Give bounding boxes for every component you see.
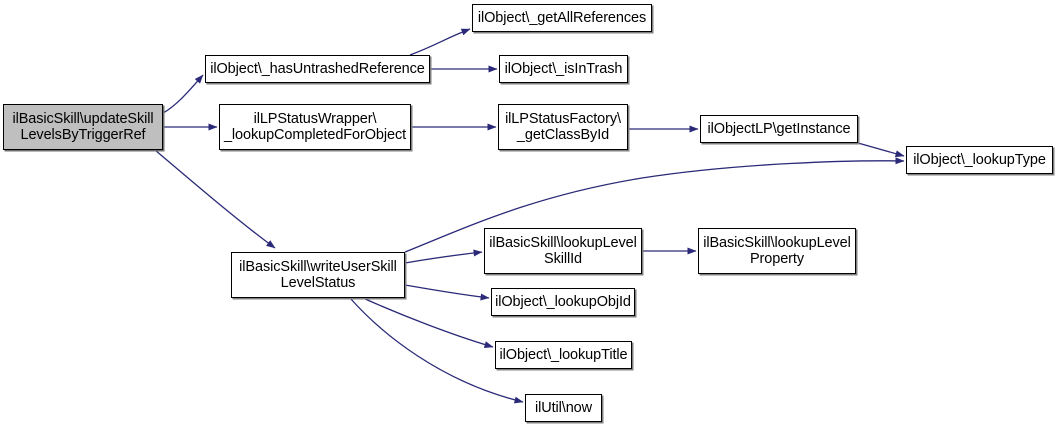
node-label: ilUtil\now [534,400,592,416]
node-ilobject-isintrash[interactable]: ilObject\_isInTrash [499,55,628,83]
node-ilbasicskill-writeuserskilllevelstatus[interactable]: ilBasicSkill\writeUserSkill LevelStatus [231,252,405,298]
node-label: ilObjectLP\getInstance [707,121,851,137]
node-label: ilBasicSkill\writeUserSkill LevelStatus [239,259,397,291]
edge-writeuserskilllevelstatus-to-lookupobjid [404,284,490,301]
node-ilobjectlp-getinstance[interactable]: ilObjectLP\getInstance [700,115,858,143]
edge-getinstance-to-lookuptype [857,142,905,158]
node-ilobject-lookupobjid[interactable]: ilObject\_lookupObjId [491,288,635,316]
node-label: ilBasicSkill\updateSkill LevelsByTrigger… [12,111,154,143]
edge-hasuntrashedreference-to-getallreferences [409,28,471,56]
node-ilbasicskill-lookuplevelskillid[interactable]: ilBasicSkill\lookupLevel SkillId [484,228,642,274]
node-ilobject-lookuptype[interactable]: ilObject\_lookupType [906,146,1053,174]
node-ilobject-lookuptitle[interactable]: ilObject\_lookupTitle [495,341,632,369]
node-label: ilLPStatusWrapper\ _lookupCompletedForOb… [223,111,407,143]
edge-writeuserskilllevelstatus-to-lookuplevelskillid [404,249,483,264]
node-ilobject-getallreferences[interactable]: ilObject\_getAllReferences [472,4,652,32]
node-label: ilBasicSkill\lookupLevel SkillId [489,235,637,267]
node-ilobject-hasuntrashedreference[interactable]: ilObject\_hasUntrashedReference [205,55,430,83]
node-label: ilBasicSkill\lookupLevel Property [703,235,851,267]
node-label: ilObject\_hasUntrashedReference [210,61,425,77]
node-label: ilObject\_lookupTitle [499,347,628,363]
node-label: ilObject\_lookupType [913,152,1046,168]
node-ilbasicskill-lookuplevelproperty[interactable]: ilBasicSkill\lookupLevel Property [698,228,856,274]
edge-updateskilllevels-to-writeuserskilllevelstatus [154,149,276,249]
node-label: ilLPStatusFactory\ _getClassById [505,111,621,143]
node-label: ilObject\_getAllReferences [477,10,647,26]
edge-writeuserskilllevelstatus-to-lookuptitle [362,297,494,348]
node-illpstatusfactory-getclassbyid[interactable]: ilLPStatusFactory\ _getClassById [498,104,628,150]
node-label: ilObject\_lookupObjId [495,294,631,310]
node-ilbasicskill-updateskilllevelsbytriggerref[interactable]: ilBasicSkill\updateSkill LevelsByTrigger… [3,104,163,150]
edge-updateskilllevels-to-hasuntrashedreference [162,74,204,114]
node-ilutil-now[interactable]: ilUtil\now [525,394,602,422]
node-label: ilObject\_isInTrash [504,61,623,77]
node-illpstatuswrapper-lookupcompletedforobject[interactable]: ilLPStatusWrapper\ _lookupCompletedForOb… [219,104,411,150]
